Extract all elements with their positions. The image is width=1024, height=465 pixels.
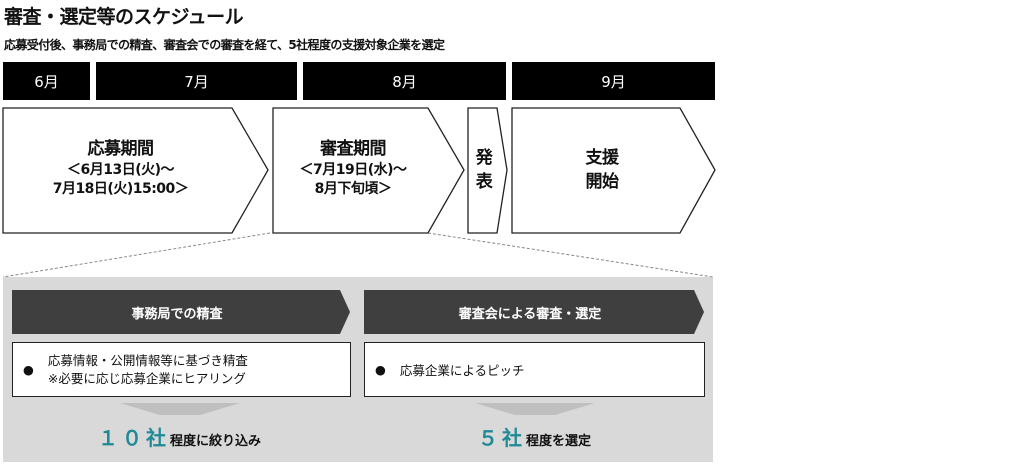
- phase-arrow-support: [511, 107, 716, 234]
- phase-heading: 発: [475, 148, 493, 168]
- detail-header-committee: 審査会による審査・選定: [458, 306, 602, 322]
- month-august: 8月: [303, 62, 506, 100]
- detail-line: 応募情報・公開情報等に基づき精査: [47, 352, 248, 368]
- phase-arrow-review: [272, 107, 465, 234]
- result-number: ５社: [478, 426, 526, 450]
- result-text: 程度を選定: [526, 434, 592, 449]
- page-title: 審査・選定等のスケジュール: [4, 6, 244, 28]
- phase-arrow-application: [2, 107, 269, 234]
- detail-box-screening: ● 応募情報・公開情報等に基づき精査 ※必要に応じ応募企業にヒアリング: [12, 342, 351, 397]
- phase-review-text: 審査期間 ＜7月19日(水)～ 8月下旬頃＞: [273, 137, 433, 199]
- bullet-icon: ●: [375, 362, 386, 377]
- result-screening: １０社程度に絞り込み: [98, 422, 261, 451]
- detail-header-arrow-1: [12, 290, 350, 334]
- detail-line: ※必要に応じ応募企業にヒアリング: [47, 370, 246, 386]
- month-september: 9月: [512, 62, 715, 100]
- detail-header-arrow-2: [364, 290, 704, 334]
- phase-heading: 開始: [585, 172, 620, 192]
- phase-heading: 表: [475, 172, 493, 192]
- dashed-connector-right: [427, 232, 714, 278]
- dashed-connector-left: [2, 232, 271, 278]
- bullet-icon: ●: [23, 362, 34, 377]
- phase-support-text: 支援 開始: [512, 146, 692, 194]
- month-june: 6月: [3, 62, 90, 100]
- result-text: 程度に絞り込み: [170, 434, 262, 449]
- detail-header-screening: 事務局での精査: [131, 306, 223, 322]
- detail-box-committee: ● 応募企業によるピッチ: [364, 342, 705, 397]
- result-number: １０社: [98, 426, 170, 450]
- result-committee: ５社程度を選定: [478, 422, 591, 451]
- phase-heading: 審査期間: [320, 139, 387, 159]
- phase-announce-text: 発 表: [468, 146, 500, 194]
- page-subtitle: 応募受付後、事務局での精査、審査会での審査を経て、5社程度の支援対象企業を選定: [4, 38, 445, 52]
- phase-date: 8月下旬頃＞: [314, 181, 392, 197]
- phase-date: ＜7月19日(水)～: [299, 162, 407, 178]
- phase-heading: 支援: [585, 148, 620, 168]
- phase-date: 7月18日(火)15:00＞: [52, 181, 189, 197]
- detail-line: 応募企業によるピッチ: [399, 363, 525, 378]
- phase-application-text: 応募期間 ＜6月13日(火)～ 7月18日(火)15:00＞: [3, 137, 238, 199]
- down-arrow-2: [475, 403, 595, 415]
- month-july: 7月: [96, 62, 297, 100]
- phase-arrow-announce: [467, 107, 508, 234]
- phase-heading: 応募期間: [87, 139, 155, 159]
- down-arrow-1: [120, 403, 240, 415]
- phase-date: ＜6月13日(火)～: [66, 162, 175, 178]
